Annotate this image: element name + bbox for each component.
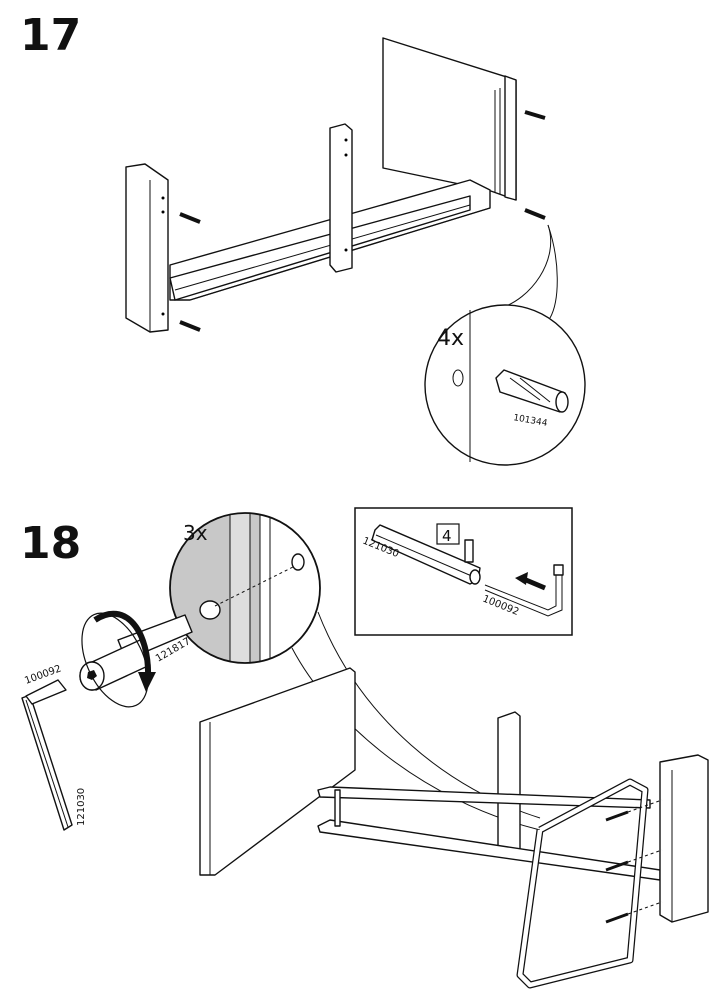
frame-screws — [605, 799, 663, 924]
top-rail — [317, 786, 651, 809]
screw-detail-callout — [169, 512, 321, 664]
back-panel — [382, 37, 517, 201]
part-number-121030: 121030 — [76, 788, 87, 826]
rotate-arrow-icon — [81, 610, 156, 708]
inset-tool-icon — [371, 524, 564, 617]
step-17-number: 17 — [20, 10, 82, 61]
quantity-3x: 3x — [183, 521, 208, 545]
right-side-panel — [659, 754, 709, 923]
step-17-drawing — [125, 37, 586, 466]
dowel-icon — [495, 369, 569, 413]
count-box — [436, 523, 460, 545]
inset-count-label: 4 — [442, 527, 452, 545]
bottom-rail — [317, 819, 661, 881]
middle-divider — [329, 123, 353, 273]
step-18-drawing — [21, 507, 709, 989]
back-panel-18 — [199, 667, 356, 876]
divider-18 — [497, 711, 521, 856]
step-18-number: 18 — [20, 518, 82, 569]
allen-tool-icon — [21, 679, 73, 831]
dowels — [179, 110, 546, 332]
left-side-panel — [125, 163, 169, 333]
screw-icon — [79, 614, 193, 691]
quantity-4x: 4x — [437, 326, 464, 351]
